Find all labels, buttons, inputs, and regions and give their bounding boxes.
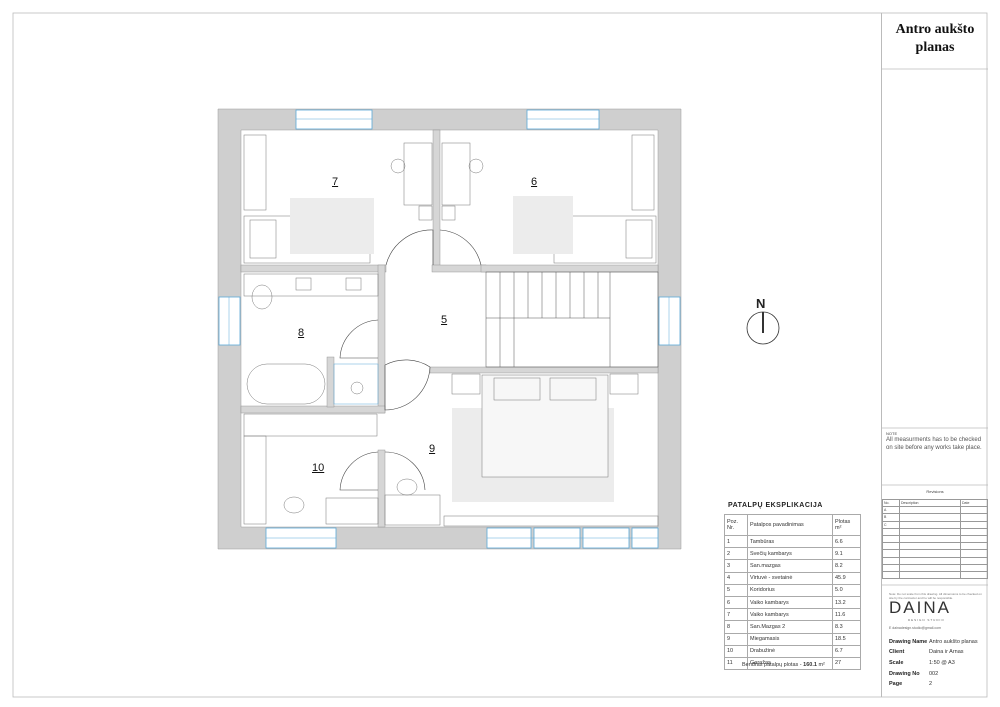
total-value: 160.1: [803, 662, 817, 668]
revisions-title: Revisions: [926, 489, 944, 494]
total-label: Bendras patalpų plotas -: [742, 662, 802, 668]
note-text: All measurments has to be checked on sit…: [886, 437, 982, 451]
col-header-nr: Poz. Nr.: [724, 514, 748, 536]
explication-table: Poz. Nr. Patalpos pavadinimas Plotas m² …: [724, 514, 861, 671]
note-heading: NOTE: [886, 431, 898, 436]
studio-email: E dainadesign.studio@gmail.com: [889, 626, 941, 630]
room-number-10: 10: [312, 462, 325, 474]
col-header-area: Plotas m²: [832, 514, 861, 536]
room-number-9: 9: [429, 443, 436, 455]
north-arrow: [746, 311, 780, 345]
north-label: N: [756, 296, 766, 311]
title-block-lines: [882, 68, 988, 586]
scale-note: Note: Do not scale from this drawing. Al…: [889, 592, 982, 600]
room-number-5: 5: [441, 314, 448, 326]
explication-title: PATALPŲ EKSPLIKACIJA: [728, 502, 823, 509]
total-area: Bendras patalpų plotas - 160.1 m²: [742, 662, 825, 668]
room-number-6: 6: [531, 176, 538, 188]
drawing-title: Antro aukšto planas: [895, 22, 975, 55]
studio-logo: DAINA: [889, 598, 951, 617]
title-block: Antro aukšto planas NOTE All measurments…: [881, 13, 988, 697]
studio-logo-sub: DESIGN STUDIO: [908, 618, 945, 622]
room-number-8: 8: [298, 327, 305, 339]
total-unit: m²: [818, 662, 825, 668]
room-number-7: 7: [332, 176, 339, 188]
col-header-name: Patalpos pavadinimas: [747, 514, 833, 536]
